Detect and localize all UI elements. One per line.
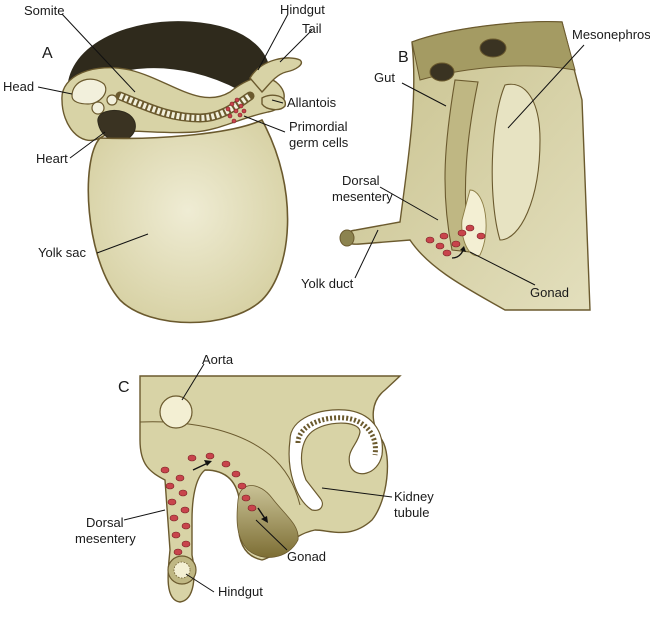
panel-label-a: A	[42, 45, 53, 62]
label-dorsal-mesentery-c-1: Dorsal	[86, 515, 124, 530]
migration-arrows-c	[192, 460, 268, 523]
label-head: Head	[3, 79, 34, 94]
yolk-sac-shape	[87, 118, 289, 324]
heart-shape	[97, 109, 136, 142]
primordial-germ-cells-a	[225, 97, 247, 124]
kidney-tubule-shape	[288, 409, 383, 511]
panel-label-c: C	[118, 379, 130, 396]
label-gonad-b: Gonad	[530, 285, 569, 300]
aorta-c	[159, 395, 193, 429]
panel-b-figure	[339, 21, 591, 311]
aorta-b-1	[479, 38, 507, 58]
label-gut: Gut	[374, 70, 395, 85]
label-allantois: Allantois	[287, 95, 337, 110]
amnion	[67, 21, 271, 100]
label-heart: Heart	[36, 151, 68, 166]
aorta-b-2	[429, 62, 455, 82]
label-somite: Somite	[24, 3, 64, 18]
panel-c-figure	[139, 375, 402, 603]
label-hindgut-c: Hindgut	[218, 584, 263, 599]
panel-a-figure	[61, 21, 303, 324]
label-aorta: Aorta	[202, 352, 234, 367]
label-hindgut-a: Hindgut	[280, 2, 325, 17]
leader-lines	[37, 13, 585, 593]
head-vesicle-3	[106, 94, 118, 106]
label-kidney-2: tubule	[394, 505, 429, 520]
tail-shape	[249, 57, 303, 94]
label-dorsal-mesentery-b-2: mesentery	[332, 189, 393, 204]
yolk-duct-opening	[339, 229, 355, 247]
somite-row	[115, 91, 255, 123]
label-dorsal-mesentery-b-1: Dorsal	[342, 173, 380, 188]
label-yolk-sac: Yolk sac	[38, 245, 86, 260]
panel-label-b: B	[398, 49, 409, 66]
head-vesicle-2	[91, 101, 105, 115]
label-gonad-c: Gonad	[287, 549, 326, 564]
label-primordial-2: germ cells	[289, 135, 349, 150]
primordial-germ-cells-c	[160, 452, 257, 556]
label-yolk-duct: Yolk duct	[301, 276, 354, 291]
allantois-shape	[261, 94, 286, 111]
label-dorsal-mesentery-c-2: mesentery	[75, 531, 136, 546]
label-tail: Tail	[302, 21, 322, 36]
primordial-germ-cells-b	[425, 224, 486, 257]
label-primordial-1: Primordial	[289, 119, 348, 134]
label-kidney-1: Kidney	[394, 489, 434, 504]
label-mesonephros: Mesonephros	[572, 27, 650, 42]
head-vesicle	[71, 78, 107, 105]
